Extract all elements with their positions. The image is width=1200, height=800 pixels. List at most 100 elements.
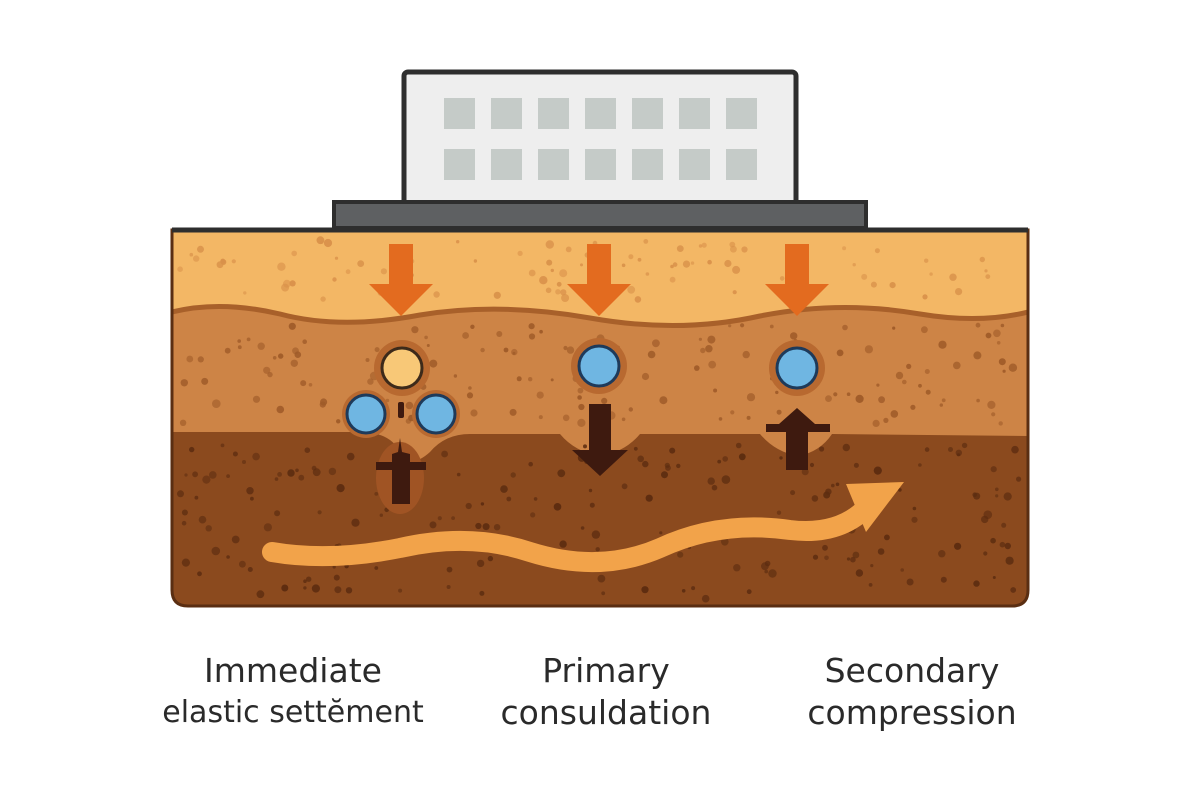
load-arrow [567,244,631,316]
soil-grain [976,398,980,403]
soil-grain [819,446,825,452]
soil-grain [398,588,403,593]
soil-grain [681,589,686,593]
soil-grain [775,390,779,395]
soil-grain [302,339,308,345]
soil-grain [336,419,341,424]
soil-grain [433,291,440,298]
soil-grain [746,393,756,402]
soil-grain [470,324,475,329]
soil-grain [730,245,737,253]
soil-grain [955,288,963,296]
soil-grain [545,287,552,294]
soil-grain [955,449,962,456]
soil-grain [633,446,638,451]
soil-grain [281,584,289,592]
soil-grain [538,415,543,420]
soil-grain [940,576,947,583]
soil-grain [553,503,562,511]
soil-grain [333,574,340,581]
soil-grain [192,471,199,478]
soil-grain [677,551,684,558]
soil-grain [237,345,242,350]
soil-grain [701,594,710,603]
soil-grain [1002,369,1006,373]
soil-grain [306,576,312,582]
soil-grain [732,265,741,274]
settlement-marker [398,402,404,418]
soil-grain [981,515,989,524]
soil-grain [283,279,291,288]
soil-grain [242,460,246,464]
soil-grain [473,259,478,263]
soil-grain [877,548,885,555]
soil-grain [177,490,184,498]
soil-grain [365,358,370,362]
soil-grain [288,322,296,330]
soil-grain [565,246,572,253]
soil-grain [889,282,896,289]
soil-grain [972,492,977,498]
soil-grain [577,387,584,394]
soil-grain [539,276,548,285]
soil-grain [197,571,202,577]
soil-grain [898,488,902,492]
soil-grain [835,482,840,487]
soil-grain [883,417,889,423]
soil-grain [641,372,650,381]
soil-grain [379,513,383,517]
soil-grain [718,417,723,421]
soil-grain [691,586,696,591]
soil-grain [456,472,461,477]
soil-grain [367,378,374,385]
soil-grain [961,442,968,449]
soil-grain [922,294,928,300]
soil-grain [735,442,742,449]
soil-grain [990,537,996,544]
soil-grain [621,483,628,490]
soil-grain [911,516,918,523]
soil-grain [517,250,523,256]
soil-grain [746,415,751,420]
soil-grain [479,590,485,596]
soil-grain [1001,522,1007,528]
soil-grain [664,462,670,468]
soil-grain [453,374,458,378]
building-window [491,98,522,129]
soil-grain [202,475,211,484]
soil-grain [1011,445,1019,454]
soil-grain [589,502,595,508]
soil-grain [220,258,226,264]
soil-grain [562,414,570,422]
soil-grain [475,522,482,530]
soil-grain [850,556,856,563]
load-arrows [369,244,829,316]
soil-grain [180,379,188,387]
soil-grain [870,564,874,568]
soil-grain [231,535,240,544]
soil-grain [995,494,999,498]
soil-grain [320,398,328,406]
soil-grain [924,369,930,374]
soil-grain [1004,542,1011,550]
soil-grain [591,530,601,539]
soil-grain [429,359,438,368]
soil-grain [509,408,517,416]
soil-grain [872,419,880,427]
soil-grain [556,281,562,287]
soil-grain [577,418,586,427]
soil-grain [941,398,946,403]
soil-grain [405,418,412,424]
soil-grain [237,339,241,343]
soil-grain [429,521,437,529]
soil-grain [742,350,750,359]
soil-grain [884,534,890,541]
stage-immediate-graphic [342,340,460,514]
soil-grain [290,359,298,367]
soil-grain [949,273,957,281]
soil-grain [984,269,988,273]
soil-grain [212,399,221,409]
soil-grain [621,263,626,268]
soil-grain [669,447,676,454]
load-arrow [369,244,433,316]
